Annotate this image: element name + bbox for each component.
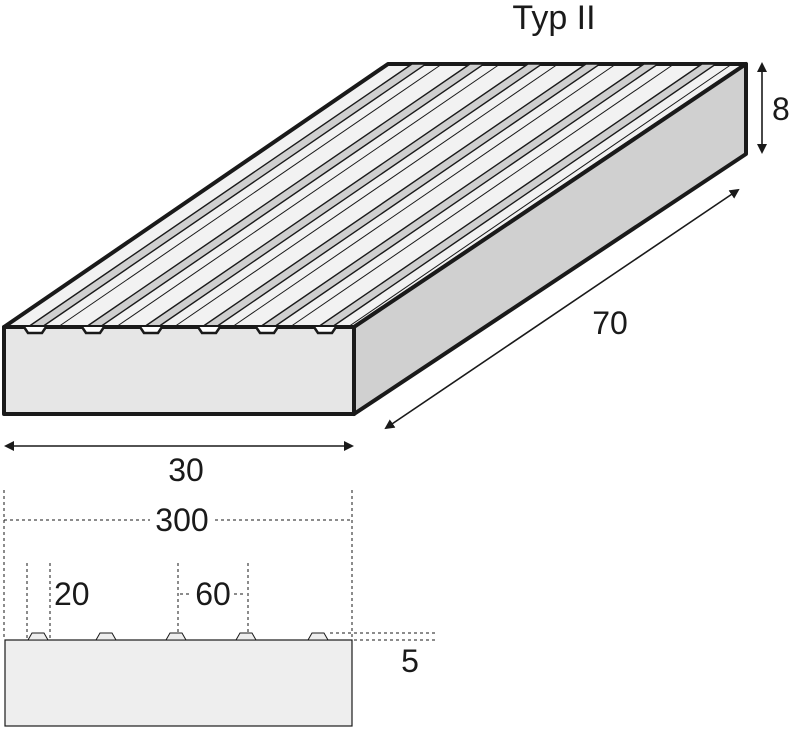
front-notch	[80, 326, 106, 335]
tile-3d-view	[2, 62, 748, 416]
profile-ribs	[27, 632, 329, 641]
profile-rib-height-label: 5	[401, 643, 419, 679]
profile-rib	[165, 632, 187, 641]
front-notch	[254, 326, 280, 335]
front-notch	[196, 326, 222, 335]
profile-body	[4, 639, 353, 727]
diagram-title: Typ II	[512, 0, 595, 37]
profile-rib	[95, 632, 117, 641]
length-label: 70	[592, 305, 628, 341]
top-rib-edge	[57, 63, 443, 328]
profile-rib	[307, 632, 329, 641]
width-dimension: 30	[4, 441, 354, 488]
tile-front-notches	[22, 326, 338, 335]
top-rib-edge	[115, 63, 501, 328]
length-dimension: 70	[384, 188, 740, 430]
front-notch	[138, 326, 164, 335]
profile-view: 300 20 60 5	[3, 490, 438, 727]
profile-rib-spacing-label: 60	[195, 576, 231, 612]
tile-front-face	[2, 325, 356, 416]
top-rib-edge	[173, 63, 559, 328]
profile-total-width-label: 300	[155, 502, 208, 538]
height-dimension: 8	[757, 62, 790, 154]
front-notch	[312, 326, 338, 335]
height-label: 8	[772, 91, 790, 127]
profile-rib	[27, 632, 49, 641]
profile-rib	[235, 632, 257, 641]
width-label: 30	[168, 452, 204, 488]
front-notch	[22, 326, 48, 335]
profile-rib-width-label: 20	[54, 576, 90, 612]
